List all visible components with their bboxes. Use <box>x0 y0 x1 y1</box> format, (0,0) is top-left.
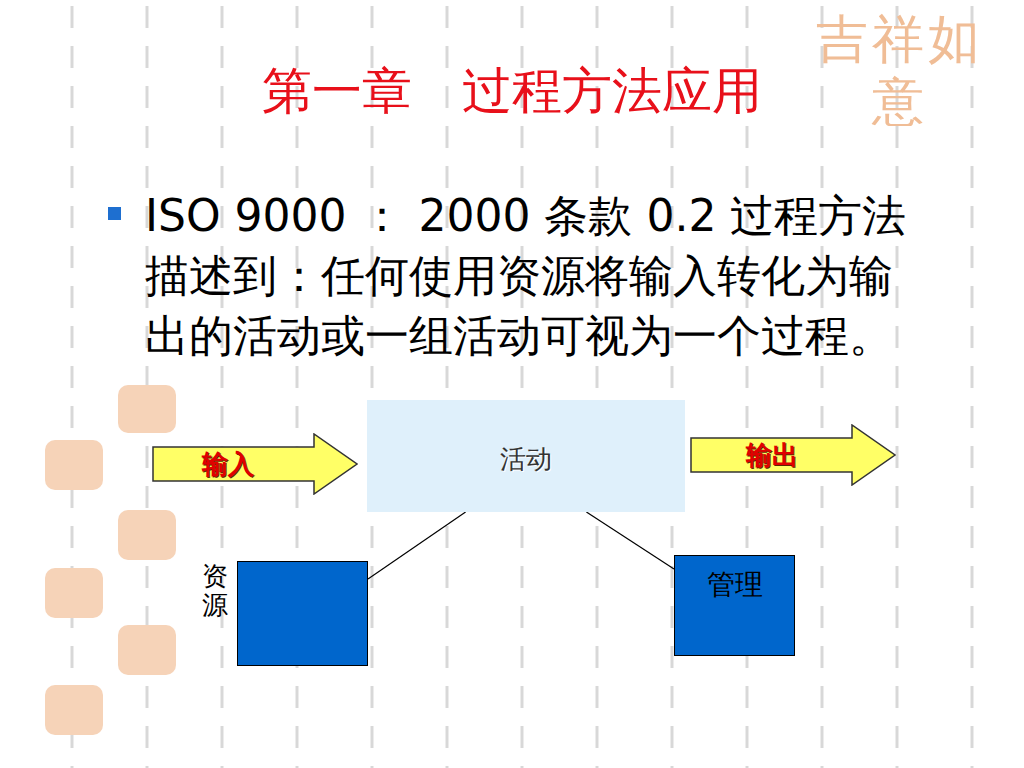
node-label: 输入 <box>202 447 254 482</box>
vertical-label: 资源 <box>202 562 228 619</box>
arrow-shape <box>152 433 358 495</box>
bullet-square <box>108 207 121 220</box>
node-label: 输出 <box>746 438 798 473</box>
seal <box>45 568 103 618</box>
connector-line <box>368 512 466 579</box>
resource-box: 资源 <box>237 561 368 666</box>
output-arrow: 输出 <box>690 424 896 486</box>
management-box: 管理 <box>674 555 795 656</box>
input-arrow: 输入 <box>152 433 358 495</box>
seal-group <box>45 385 176 735</box>
seal <box>118 510 176 560</box>
arrow-outline <box>153 434 357 494</box>
node-label: 管理 <box>675 566 794 604</box>
node-label: 活动 <box>367 442 685 477</box>
seal <box>118 625 176 675</box>
seal <box>45 440 103 490</box>
arrow-outline <box>691 425 895 485</box>
seal <box>118 385 176 433</box>
title: 第一章 过程方法应用 <box>100 58 924 125</box>
activity-box: 活动 <box>367 400 685 512</box>
seal <box>45 685 103 735</box>
connector-line <box>586 512 674 569</box>
bullet-text: ISO 9000 ： 2000 条款 0.2 过程方法描述到：任何使用资源将输入… <box>145 186 935 366</box>
watermark: 吉祥如意 <box>790 8 1010 132</box>
